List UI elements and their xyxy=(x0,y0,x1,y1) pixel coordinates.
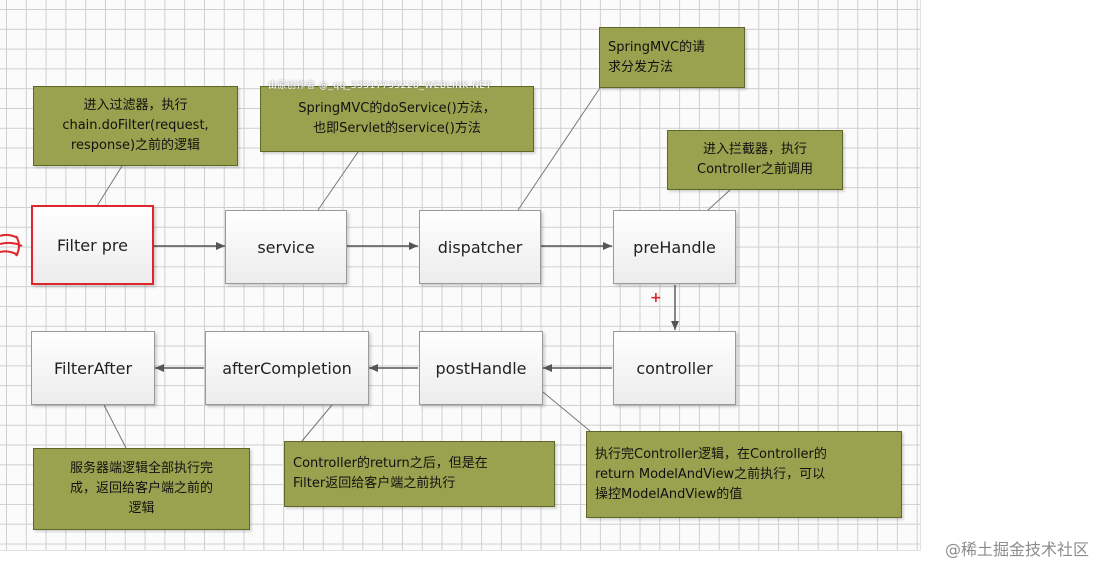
connector-layer xyxy=(0,87,731,449)
note-aftercompletion: Controller的return之后，但是在 Filter返回给客户端之前执行 xyxy=(284,441,555,507)
note-filter-pre-text: 进入过滤器，执行 chain.doFilter(request, respons… xyxy=(62,98,209,153)
prehandle-node[interactable]: preHandle xyxy=(613,210,736,284)
posthandle-node[interactable]: postHandle xyxy=(419,331,543,405)
filterafter-label: FilterAfter xyxy=(53,358,133,378)
connector-note-dispatcher xyxy=(517,87,601,211)
controller-label: controller xyxy=(636,358,713,378)
filter-pre-node[interactable]: Filter pre xyxy=(31,205,154,285)
note-aftercompletion-text: Controller的return之后，但是在 Filter返回给客户端之前执行 xyxy=(293,456,488,491)
controller-node[interactable]: controller xyxy=(613,331,736,405)
note-posthandle-text: 执行完Controller逻辑，在Controller的 return Mode… xyxy=(595,446,827,502)
prehandle-label: preHandle xyxy=(633,237,716,257)
posthandle-label: postHandle xyxy=(435,358,527,378)
filterafter-node[interactable]: FilterAfter xyxy=(31,331,155,405)
note-dispatcher: SpringMVC的请 求分发方法 xyxy=(599,27,745,88)
watermark-top: 由原创作者 @_qq_33317735228_WEBLINK.NET xyxy=(268,81,492,91)
note-posthandle: 执行完Controller逻辑，在Controller的 return Mode… xyxy=(586,431,902,518)
connector-note-aftercompletion xyxy=(301,404,333,442)
note-prehandle: 进入拦截器，执行 Controller之前调用 xyxy=(667,130,843,190)
pointer-scribble xyxy=(0,233,23,257)
filter-pre-label: Filter pre xyxy=(57,235,128,255)
service-label: service xyxy=(257,237,315,257)
connector-note-filterafter xyxy=(103,404,127,449)
dispatcher-label: dispatcher xyxy=(437,237,523,257)
connector-note-posthandle xyxy=(542,391,591,432)
connector-note-filterpre xyxy=(96,165,123,207)
plus-mark: + xyxy=(650,290,662,306)
note-filter-pre: 进入过滤器，执行 chain.doFilter(request, respons… xyxy=(33,86,238,166)
note-filterafter: 服务器端逻辑全部执行完 成，返回给客户端之前的 逻辑 xyxy=(33,448,250,530)
note-prehandle-text: 进入拦截器，执行 Controller之前调用 xyxy=(697,142,813,177)
footer-watermark: @稀土掘金技术社区 xyxy=(944,540,1089,559)
service-node[interactable]: service xyxy=(225,210,347,284)
aftercompletion-node[interactable]: afterCompletion xyxy=(205,331,369,405)
note-dispatcher-text: SpringMVC的请 求分发方法 xyxy=(608,39,706,75)
connector-note-prehandle xyxy=(707,189,731,211)
aftercompletion-label: afterCompletion xyxy=(222,358,352,378)
note-service: SpringMVC的doService()方法， 也即Servlet的servi… xyxy=(260,86,534,152)
note-filterafter-text: 服务器端逻辑全部执行完 成，返回给客户端之前的 逻辑 xyxy=(69,461,213,516)
dispatcher-node[interactable]: dispatcher xyxy=(419,210,541,284)
connector-note-service xyxy=(317,151,359,211)
note-service-text: SpringMVC的doService()方法， 也即Servlet的servi… xyxy=(298,101,496,136)
